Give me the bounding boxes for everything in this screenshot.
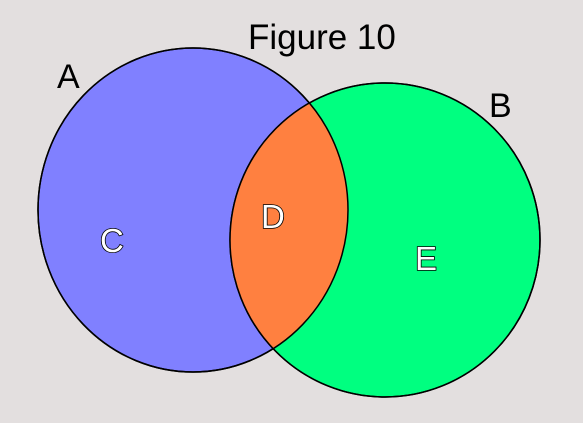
set-a-label: A: [57, 58, 80, 96]
circle-b-outline: [229, 82, 541, 398]
circle-a-outline: [37, 47, 349, 373]
set-b-label: B: [489, 87, 512, 125]
region-e-label: E: [415, 240, 437, 277]
region-c-label: C: [100, 222, 124, 259]
figure-title: Figure 10: [248, 18, 396, 57]
region-d-label: D: [261, 198, 285, 235]
